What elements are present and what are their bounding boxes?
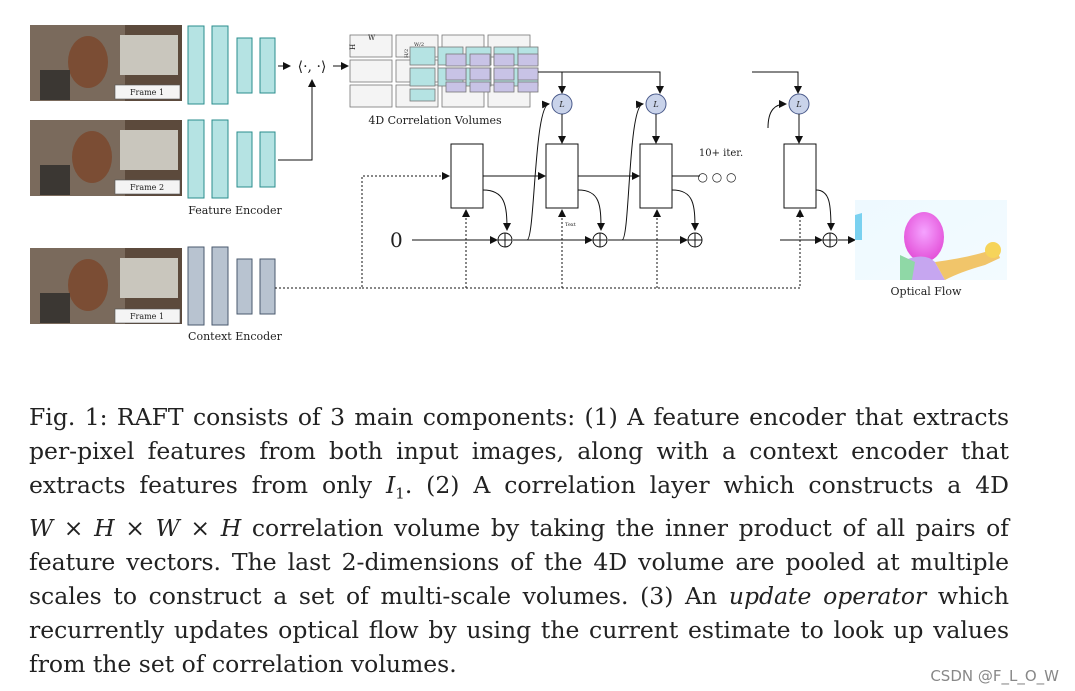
caption-line-6b: which: [926, 581, 1009, 610]
frame1-label: Frame 1: [130, 88, 164, 97]
corr-w-label: W: [368, 34, 376, 42]
caption-line-1: Fig. 1: RAFT consists of 3 main componen…: [29, 403, 1009, 431]
corr-h-label: H: [349, 44, 357, 50]
lookup-label-1: L: [558, 100, 564, 109]
caption-line-6: scales to construct a set of multi-scale…: [29, 581, 729, 610]
frame1-context-image: Frame 1: [30, 248, 182, 324]
caption-line: extracts features from only I1. (2) A co…: [29, 468, 1009, 511]
zero-label: 0: [390, 228, 403, 252]
feature-encoder-bottom: [187, 119, 276, 199]
lookup-label-2: L: [652, 100, 658, 109]
update-block-1: [450, 143, 484, 209]
caption-line-2: per-pixel features from both input image…: [29, 437, 1009, 465]
caption-line: recurrently updates optical flow by usin…: [29, 613, 1009, 647]
caption-line-5: feature vectors. The last 2-dimensions o…: [29, 547, 1009, 576]
add-node-2: [592, 232, 608, 248]
lookup-operator-1: L: [551, 93, 573, 115]
figure-caption: Fig. 1: RAFT consists of 3 main componen…: [29, 400, 1009, 681]
raft-architecture-diagram: Frame 1 Frame 2 Frame 1 Feature Encoder: [30, 25, 1007, 343]
iter-label: 10+ iter.: [699, 148, 743, 159]
context-encoder-label: Context Encoder: [188, 330, 283, 343]
correlation-volumes: [349, 34, 539, 108]
caption-math: W × H × W × H: [29, 513, 242, 542]
caption-line: per-pixel features from both input image…: [29, 434, 1009, 468]
caption-line: from the set of correlation volumes.: [29, 647, 1009, 681]
add-node-1: [497, 232, 513, 248]
update-block-4: [783, 143, 817, 209]
caption-var-sub: 1: [395, 484, 405, 503]
corr-volumes-label: 4D Correlation Volumes: [368, 114, 502, 127]
lookup-operator-2: L: [645, 93, 667, 115]
caption-line: scales to construct a set of multi-scale…: [29, 579, 1009, 613]
optical-flow-image: [855, 200, 1007, 280]
watermark: CSDN @F_L_O_W: [930, 667, 1059, 685]
caption-line-3a: extracts features from only: [29, 471, 386, 499]
caption-line-4b: correlation volume by taking the inner p…: [241, 513, 1009, 542]
frame1-image: Frame 1: [30, 25, 182, 101]
feature-encoder-label: Feature Encoder: [188, 204, 282, 217]
frame1-context-label: Frame 1: [130, 312, 164, 321]
caption-line: feature vectors. The last 2-dimensions o…: [29, 545, 1009, 579]
frame2-label: Frame 2: [130, 183, 164, 192]
iter-dots: ○ ○ ○: [697, 170, 736, 184]
add-node-4: [822, 232, 838, 248]
caption-line: W × H × W × H correlation volume by taki…: [29, 511, 1009, 545]
update-block-2: [545, 143, 579, 209]
caption-em-update-operator: update operator: [728, 581, 927, 610]
feature-encoder-top: [187, 25, 276, 105]
corr-w2-label: W/2: [414, 42, 424, 48]
optical-flow-label: Optical Flow: [891, 285, 963, 298]
inner-product-label: ⟨·, ·⟩: [298, 59, 327, 75]
update-block-3: [639, 143, 673, 209]
caption-line-7: recurrently updates optical flow by usin…: [29, 615, 1009, 644]
caption-line: Fig. 1: RAFT consists of 3 main componen…: [29, 400, 1009, 434]
caption-line-8: from the set of correlation volumes.: [29, 649, 457, 678]
caption-line-3b: . (2) A correlation layer which construc…: [404, 471, 1010, 499]
context-encoder: [187, 246, 276, 326]
ghost-text-label: Text: [565, 222, 576, 228]
caption-var-i: I: [385, 471, 396, 499]
lookup-label-3: L: [795, 100, 801, 109]
corr-h2-label: H/2: [404, 49, 410, 58]
add-node-3: [687, 232, 703, 248]
frame2-image: Frame 2: [30, 120, 182, 196]
lookup-operator-3: L: [788, 93, 810, 115]
